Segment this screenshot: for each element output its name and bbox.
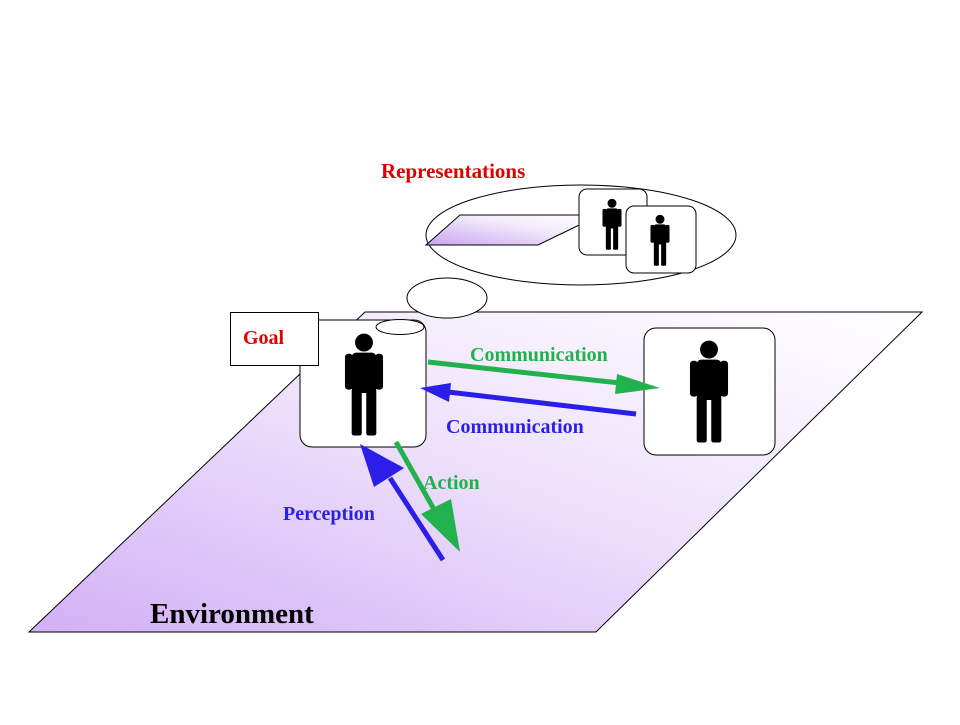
communication-in-arrow — [420, 383, 637, 417]
action-arrow — [393, 440, 460, 552]
goal-label: Goal — [243, 327, 285, 349]
action-label: Action — [423, 472, 480, 494]
mini-environment-plane — [424, 214, 601, 246]
perception-arrow — [360, 444, 446, 562]
communication-in-label: Communication — [446, 416, 584, 438]
representations-label: Representations — [381, 159, 526, 183]
environment-label: Environment — [150, 598, 314, 630]
communication-out-arrow — [427, 359, 660, 394]
goal-box — [230, 312, 319, 366]
communication-out-label: Communication — [470, 344, 608, 366]
perception-label: Perception — [283, 503, 375, 525]
thought-bubble-small — [406, 277, 488, 319]
agent-bubble-cap — [375, 319, 425, 335]
